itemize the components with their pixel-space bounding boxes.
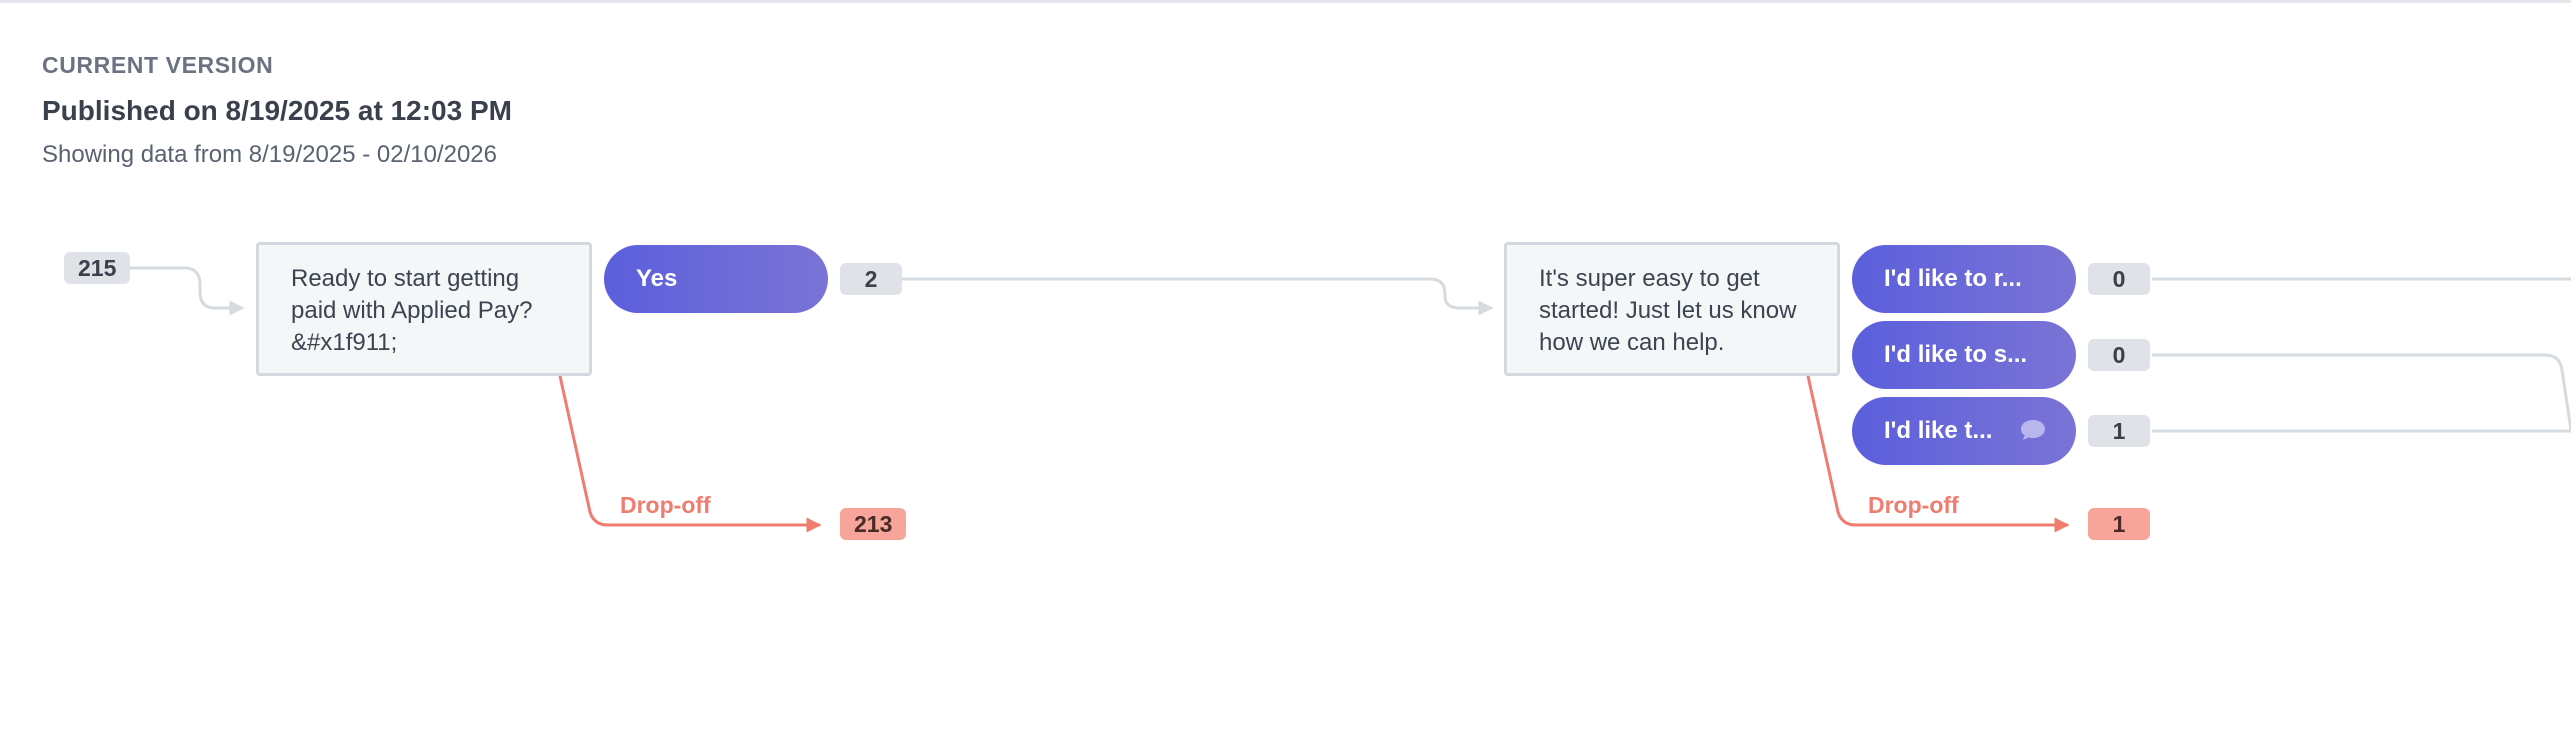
step2-reply-2[interactable]: I'd like to s... — [1852, 321, 2076, 389]
step1-dropoff-label: Drop-off — [620, 492, 711, 518]
step2-reply-3-label: I'd like t... — [1884, 417, 1993, 444]
step2-dropoff-label: Drop-off — [1868, 492, 1959, 518]
step1-dropoff-connector — [558, 375, 822, 533]
step2-message-text: It's super easy to get started! Just let… — [1539, 265, 1797, 356]
step2-reply2-connector — [2152, 353, 2571, 431]
step1-message-text: Ready to start getting paid with Applied… — [291, 265, 533, 356]
step1-reply-count-badge: 2 — [840, 263, 902, 295]
step2-reply-2-label: I'd like to s... — [1884, 341, 2028, 368]
step2-reply-1-label: I'd like to r... — [1884, 265, 2022, 292]
top-border — [0, 0, 2571, 3]
step2-reply-3[interactable]: I'd like t... — [1852, 397, 2076, 465]
step2-dropoff-connector — [1806, 375, 2070, 533]
date-range-text: Showing data from 8/19/2025 - 02/10/2026 — [42, 141, 497, 168]
entry-connector — [128, 266, 245, 316]
step1-to-step2-connector — [902, 277, 1494, 316]
current-version-label: CURRENT VERSION — [42, 52, 274, 78]
version-header: CURRENT VERSION Published on 8/19/2025 a… — [42, 52, 512, 169]
step1-reply-yes[interactable]: Yes — [604, 245, 828, 313]
step1-reply-label: Yes — [636, 265, 678, 292]
step2-message-card[interactable]: It's super easy to get started! Just let… — [1504, 242, 1840, 376]
step2-reply-1-count-badge: 0 — [2088, 263, 2150, 295]
step1-message-card[interactable]: Ready to start getting paid with Applied… — [256, 242, 592, 376]
step2-dropoff-count-badge: 1 — [2088, 508, 2150, 540]
step2-reply-3-count-badge: 1 — [2088, 415, 2150, 447]
step2-reply-1[interactable]: I'd like to r... — [1852, 245, 2076, 313]
step1-dropoff-count-badge: 213 — [840, 508, 907, 540]
step2-reply-2-count-badge: 0 — [2088, 339, 2150, 371]
entry-count-badge: 215 — [64, 252, 131, 284]
speech-bubble-icon — [2021, 420, 2045, 440]
published-title: Published on 8/19/2025 at 12:03 PM — [42, 95, 512, 126]
